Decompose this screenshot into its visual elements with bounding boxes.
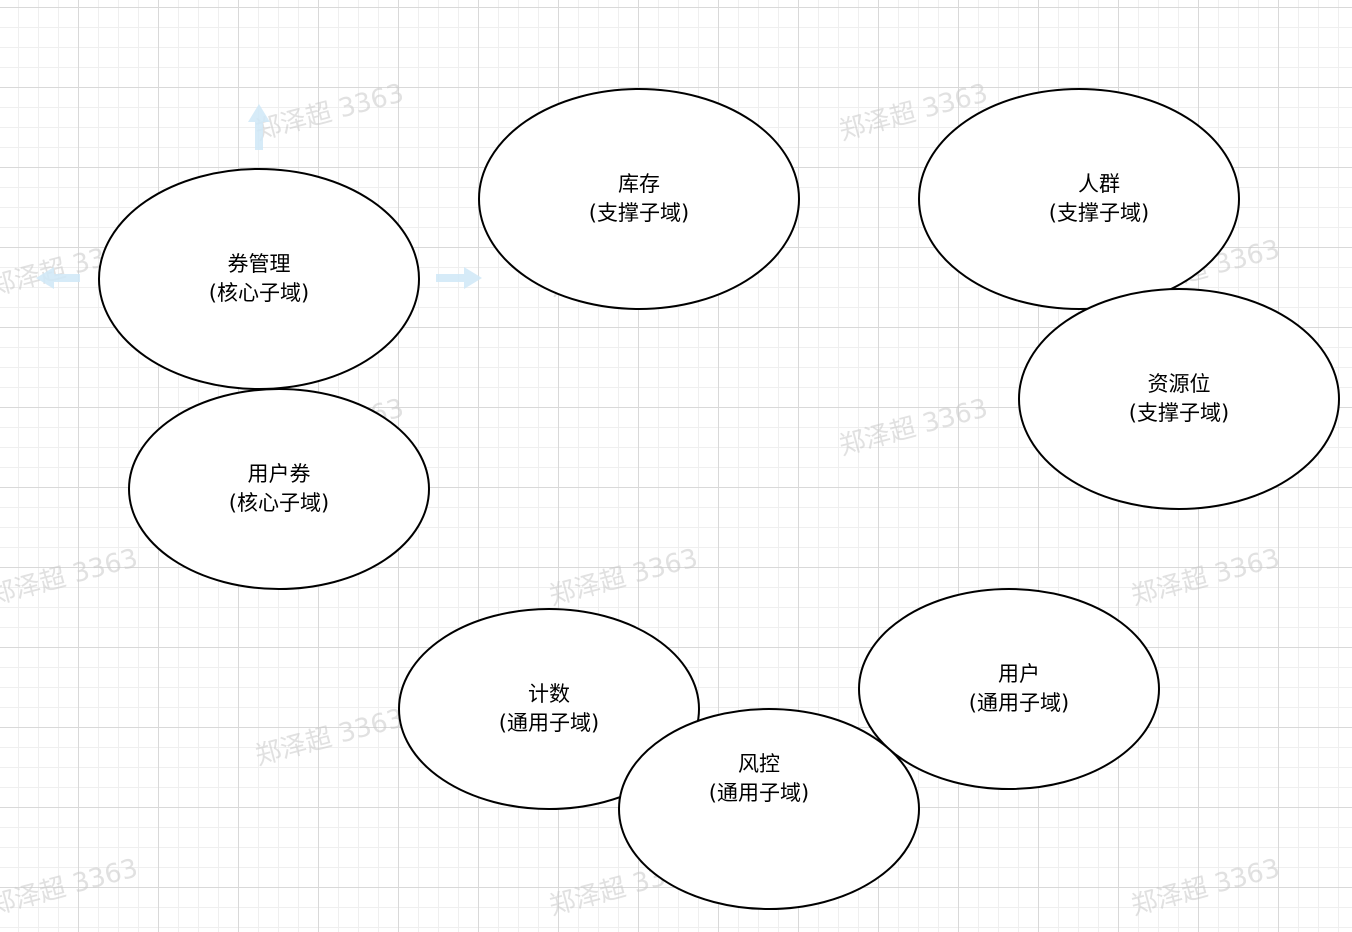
- node-type: (核心子域): [229, 491, 329, 515]
- node-type: (支撑子域): [589, 201, 689, 225]
- node-renqun[interactable]: 人群 (支撑子域): [918, 88, 1240, 310]
- node-type: (支撑子域): [1049, 201, 1149, 225]
- connect-arrow-left-icon[interactable]: [36, 267, 80, 289]
- ellipse-shape: [478, 88, 800, 310]
- watermark-text: 郑泽超 3363: [1128, 543, 1283, 611]
- node-type: (通用子域): [499, 711, 599, 735]
- watermark-text: 郑泽超 3363: [1128, 853, 1283, 921]
- ellipse-shape: [618, 708, 920, 910]
- connect-arrow-up-icon[interactable]: [248, 104, 270, 150]
- node-ziyuanwei[interactable]: 资源位 (支撑子域): [1018, 288, 1340, 510]
- watermark-text: 郑泽超 3363: [0, 543, 141, 611]
- node-name: 资源位: [1148, 372, 1211, 396]
- watermark-text: 郑泽超 3363: [546, 543, 701, 611]
- watermark-text: 郑泽超 3363: [252, 703, 407, 771]
- ellipse-shape: [918, 88, 1240, 310]
- watermark-text: 郑泽超 3363: [0, 853, 141, 921]
- node-name: 风控: [738, 752, 780, 776]
- node-type: (支撑子域): [1129, 401, 1229, 425]
- node-kucun[interactable]: 库存 (支撑子域): [478, 88, 800, 310]
- node-name: 库存: [618, 172, 660, 196]
- connect-arrow-right-icon[interactable]: [436, 267, 482, 289]
- node-quan-guanli[interactable]: 券管理 (核心子域): [98, 168, 420, 390]
- ellipse-shape: [858, 588, 1160, 790]
- node-yonghu[interactable]: 用户 (通用子域): [858, 588, 1160, 790]
- node-name: 用户: [998, 662, 1040, 686]
- connection-hint-arrows[interactable]: [36, 104, 482, 289]
- watermark-text: 郑泽超 3363: [252, 78, 407, 146]
- ellipse-shape: [128, 388, 430, 590]
- node-type: (通用子域): [969, 691, 1069, 715]
- watermark-text: 郑泽超 3363: [836, 393, 991, 461]
- node-jishu[interactable]: 计数 (通用子域): [398, 608, 700, 810]
- ellipse-shape: [1018, 288, 1340, 510]
- node-yonghu-quan[interactable]: 用户券 (核心子域): [128, 388, 430, 590]
- node-fengkong[interactable]: 风控 (通用子域): [618, 708, 920, 910]
- node-name: 人群: [1078, 172, 1120, 196]
- ellipse-shape: [398, 608, 700, 810]
- node-name: 券管理: [228, 252, 291, 276]
- node-name: 计数: [528, 682, 570, 706]
- ellipse-shape: [98, 168, 420, 390]
- node-name: 用户券: [248, 462, 311, 486]
- node-type: (核心子域): [209, 281, 309, 305]
- node-type: (通用子域): [709, 781, 809, 805]
